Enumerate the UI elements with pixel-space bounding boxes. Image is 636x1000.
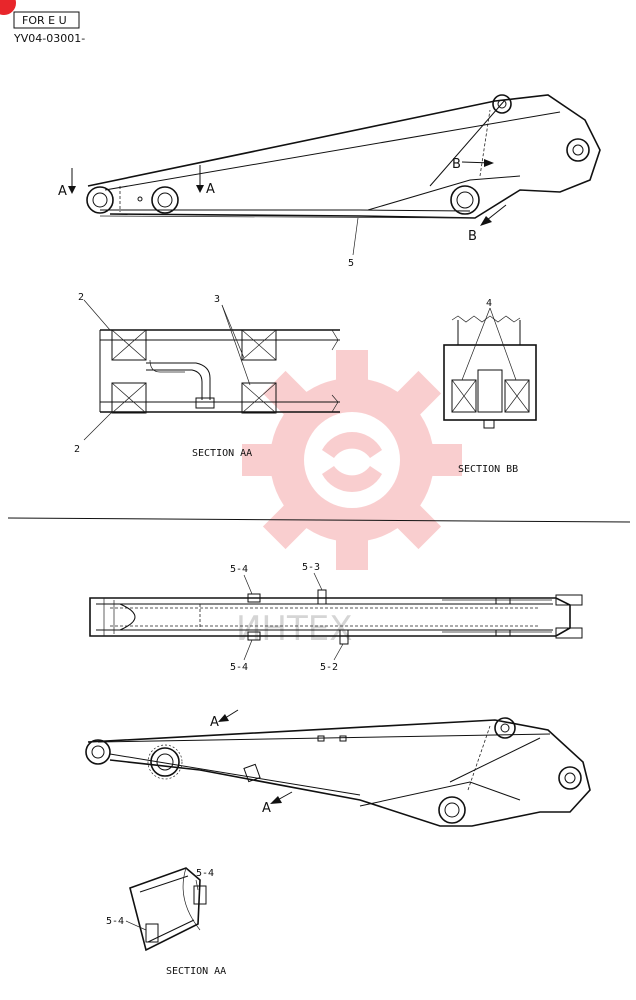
section-aa-view: 2 2 3 SECTION AA (74, 292, 340, 459)
region-label: FOR E U (22, 14, 67, 27)
item-4-label: 4 (486, 298, 492, 309)
section-a-marker-right: A (206, 182, 215, 197)
item-5-label: 5 (348, 258, 354, 269)
item-5-4-label-plan-bottom: 5-4 (230, 662, 248, 673)
item-2-label-top: 2 (78, 292, 84, 303)
item-5-4-label-detail-left: 5-4 (106, 916, 124, 927)
section-b-marker-top: B (452, 157, 461, 172)
item-5-2-label: 5-2 (320, 662, 338, 673)
section-bb-view: 4 SECTION BB (443, 298, 537, 475)
watermark-text: ИНТЕХ (236, 609, 353, 649)
arm-side-view-lower: A A (85, 709, 591, 827)
section-b-marker-bottom: B (468, 229, 477, 244)
item-2-label-bottom: 2 (74, 444, 80, 455)
page-header: FOR E U YV04-03001- (0, 0, 85, 45)
page-corner-badge (0, 0, 16, 15)
item-5-4-label-plan-top: 5-4 (230, 564, 248, 575)
section-divider (7, 517, 631, 523)
section-a-marker-left: A (58, 184, 67, 199)
watermark-gear-logo (242, 350, 462, 570)
item-5-3-label: 5-3 (302, 562, 320, 573)
part-number: YV04-03001- (13, 32, 85, 45)
arrow-a-lower-bottom: A (262, 801, 271, 816)
arm-side-view-top: A A B B 5 (58, 94, 601, 269)
arrow-a-lower-top: A (210, 715, 219, 730)
item-3-label: 3 (214, 294, 220, 305)
detail-section-aa-caption: SECTION AA (166, 966, 226, 977)
section-bb-caption: SECTION BB (458, 464, 518, 475)
item-5-4-label-detail-right: 5-4 (196, 868, 214, 879)
section-aa-caption: SECTION AA (192, 448, 252, 459)
detail-section-aa: 5-4 5-4 SECTION AA (106, 867, 226, 977)
region-box (13, 11, 80, 29)
arm-plan-view: 5-4 5-3 5-4 5-2 (89, 562, 583, 673)
